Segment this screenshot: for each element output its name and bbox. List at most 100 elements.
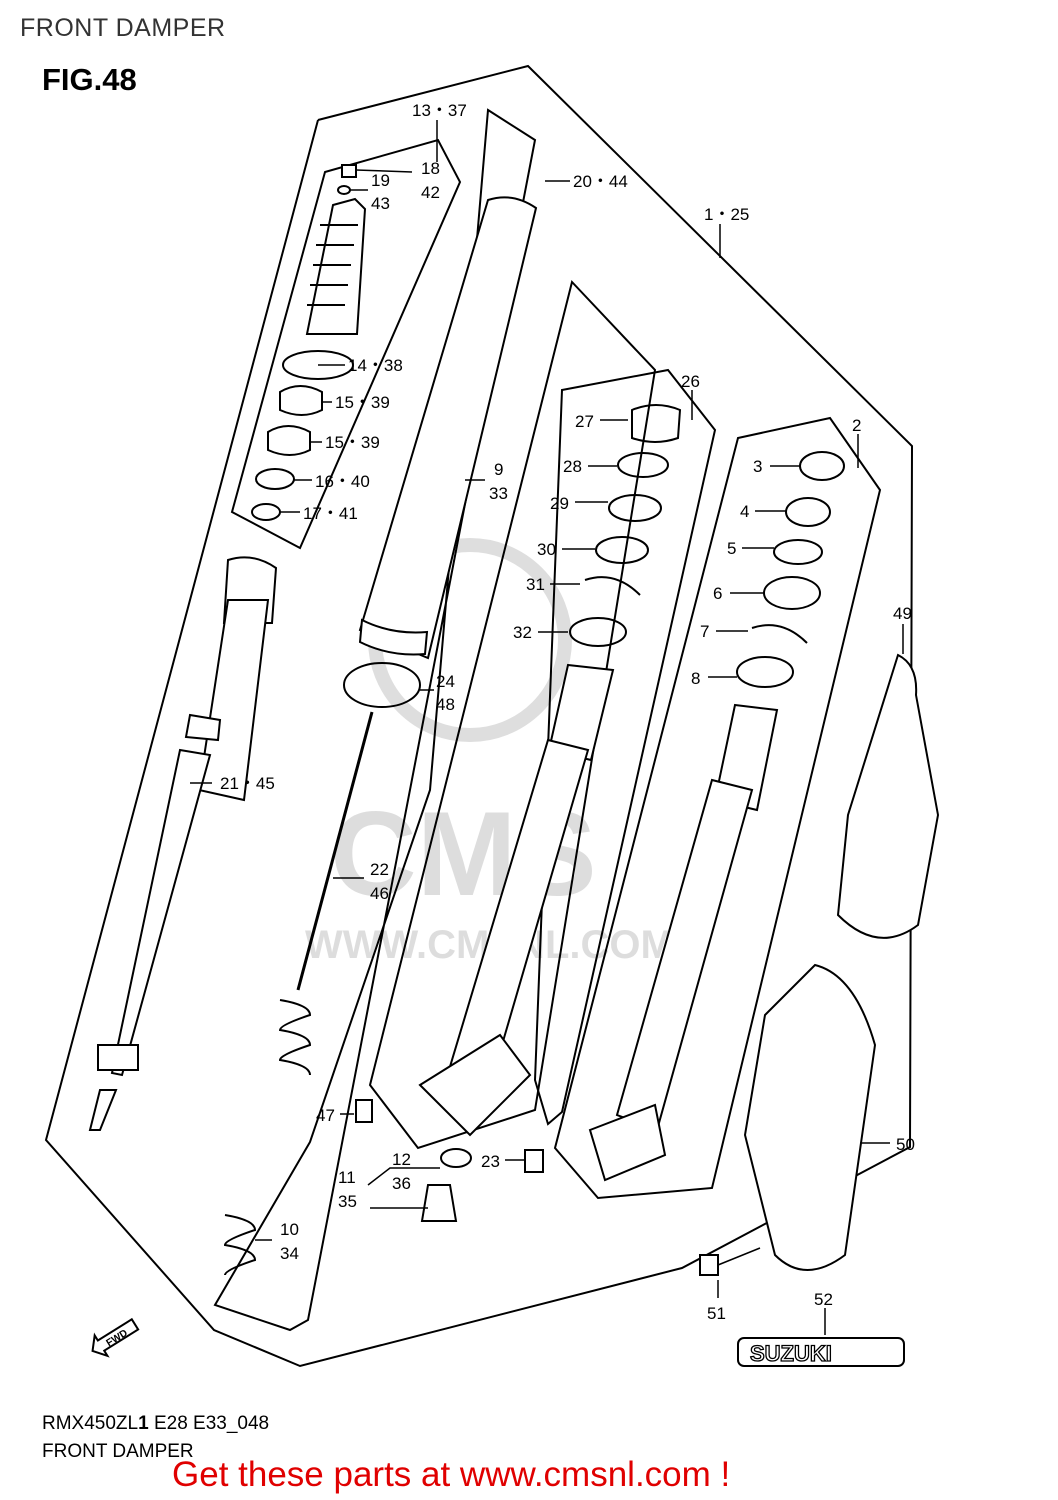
bushing-4 xyxy=(785,497,831,527)
page-header-title: FRONT DAMPER xyxy=(20,14,226,42)
outer-tube-parts xyxy=(418,404,682,1137)
model-code: RMX450ZL1 E28 E33_048 xyxy=(42,1413,269,1435)
outer-tube-top xyxy=(547,663,615,762)
callout-16-40: 16・40 xyxy=(315,472,370,491)
spring-parts xyxy=(223,999,312,1276)
figure-label: FIG.48 xyxy=(42,62,137,97)
callout-48: 48 xyxy=(436,695,455,714)
oil-seal-6 xyxy=(763,576,821,610)
axle-bracket-right xyxy=(588,1103,667,1182)
suzuki-emblem-text: SUZUKI xyxy=(750,1341,832,1366)
callout-43: 43 xyxy=(371,194,390,213)
callout-42: 42 xyxy=(421,183,440,202)
callout-7: 7 xyxy=(700,622,709,641)
bushing-28 xyxy=(617,452,669,478)
valve-11 xyxy=(420,1184,458,1222)
inner-tube-9 xyxy=(296,196,538,991)
bushing-3 xyxy=(799,451,845,481)
callout-27: 27 xyxy=(575,412,594,431)
callout-13-37: 13・37 xyxy=(412,101,467,120)
callout-6: 6 xyxy=(713,584,722,603)
cartridge-spring-coils xyxy=(307,224,358,306)
callout-32: 32 xyxy=(513,623,532,642)
callout-2: 2 xyxy=(852,416,861,435)
suzuki-emblem-52: SUZUKI xyxy=(737,1337,905,1367)
guard-50 xyxy=(743,963,877,1271)
bolt-47 xyxy=(355,1099,373,1123)
callout-31: 31 xyxy=(526,575,545,594)
frame-outer xyxy=(44,64,914,1368)
upper-spring xyxy=(278,999,312,1076)
rod-22 xyxy=(296,711,374,991)
callout-21-45: 21・45 xyxy=(220,774,275,793)
fwd-arrow-icon: FWD xyxy=(91,1317,140,1358)
callout-30: 30 xyxy=(537,540,556,559)
model-suffix: E28 E33_048 xyxy=(148,1413,270,1434)
callout-11: 11 xyxy=(338,1168,356,1187)
damper-rod-21 xyxy=(88,556,278,1131)
bolt-23 xyxy=(524,1149,544,1173)
frame-bushing-set xyxy=(553,416,882,1200)
bolt-51 xyxy=(699,1254,719,1276)
axle-bracket-left xyxy=(418,1033,532,1137)
washer-12 xyxy=(440,1148,472,1168)
callout-49: 49 xyxy=(893,604,912,623)
piston-ring-15b xyxy=(267,425,311,456)
model-prefix: RMX450ZL xyxy=(42,1413,139,1434)
callout-29: 29 xyxy=(550,494,569,513)
ring-16 xyxy=(255,468,295,490)
leader-lines xyxy=(190,120,904,1335)
bushing-set-parts xyxy=(588,451,845,1182)
callout-15-39-b: 15・39 xyxy=(325,433,380,452)
callout-15-39-a: 15・39 xyxy=(335,393,390,412)
callout-14-38: 14・38 xyxy=(348,356,403,375)
callout-23: 23 xyxy=(481,1152,500,1171)
callout-19: 19 xyxy=(371,171,390,190)
washer-43 xyxy=(337,185,351,195)
dust-seal-32 xyxy=(569,617,627,647)
cartridge-parts xyxy=(251,164,367,521)
callout-9: 9 xyxy=(494,460,503,479)
cta-link[interactable]: Get these parts at www.cmsnl.com ! xyxy=(172,1455,731,1494)
bolt-19 xyxy=(341,164,357,178)
model-bold: 1 xyxy=(138,1413,149,1434)
washer-29 xyxy=(608,494,662,522)
callout-28: 28 xyxy=(563,457,582,476)
callout-47: 47 xyxy=(316,1106,335,1125)
callout-10: 10 xyxy=(280,1220,299,1239)
callout-51: 51 xyxy=(707,1304,726,1323)
callout-4: 4 xyxy=(740,502,749,521)
callout-34: 34 xyxy=(280,1244,299,1263)
callout-8: 8 xyxy=(691,669,700,688)
bushing-27 xyxy=(631,404,682,443)
callout-46: 46 xyxy=(370,884,389,903)
ring-17 xyxy=(251,503,281,521)
callout-36: 36 xyxy=(392,1174,411,1193)
lower-spring-10 xyxy=(223,1214,257,1276)
o-ring-14 xyxy=(282,350,354,380)
callout-5: 5 xyxy=(727,539,736,558)
callout-26: 26 xyxy=(681,372,700,391)
fork-guards xyxy=(743,653,940,1271)
callout-3: 3 xyxy=(753,457,762,476)
callout-22: 22 xyxy=(370,860,389,879)
callout-numbers: 13・37 18 42 19 43 20・44 1・25 14・38 15・39… xyxy=(220,101,915,1323)
callout-33: 33 xyxy=(489,484,508,503)
callout-1-25: 1・25 xyxy=(704,205,749,224)
cartridge-cap xyxy=(305,197,367,335)
piston-ring-15a xyxy=(279,385,323,416)
frame-cartridge xyxy=(230,138,462,550)
callout-24: 24 xyxy=(436,672,455,691)
washer-5 xyxy=(773,539,823,565)
callout-35: 35 xyxy=(338,1192,357,1211)
guard-49 xyxy=(836,653,940,939)
clip-7 xyxy=(751,624,808,644)
callout-18: 18 xyxy=(421,159,440,178)
o-ring-24 xyxy=(343,662,421,708)
dust-seal-8 xyxy=(736,656,794,688)
callout-17-41: 17・41 xyxy=(303,504,358,523)
frame-oil-seal-set xyxy=(533,368,717,1126)
callout-52: 52 xyxy=(814,1290,833,1309)
footer-caption: FRONT DAMPER xyxy=(42,1441,194,1462)
